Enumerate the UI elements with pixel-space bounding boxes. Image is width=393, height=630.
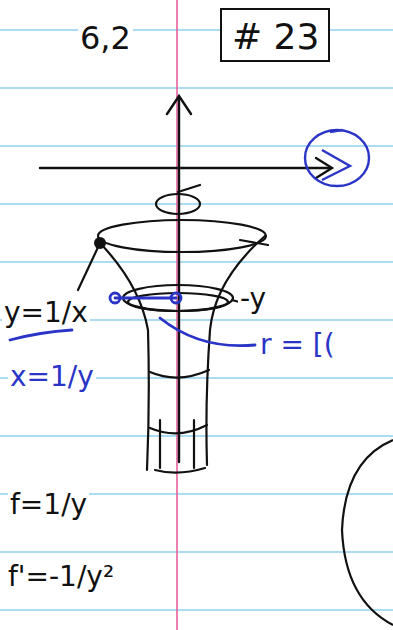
inverse-equation: x=1/y bbox=[8, 362, 96, 391]
problem-box: # 23 bbox=[220, 8, 330, 62]
problem-number: # 23 bbox=[232, 18, 318, 56]
funnel-solid bbox=[78, 185, 268, 473]
margin-line bbox=[176, 0, 178, 630]
ruled-lines bbox=[0, 30, 393, 610]
derivative-note: f'=-1/y² bbox=[6, 562, 116, 591]
circled-arrow bbox=[305, 130, 369, 186]
function-note: f=1/y bbox=[8, 490, 89, 519]
axes bbox=[40, 96, 332, 462]
radius-note: r = [( bbox=[258, 330, 337, 359]
point-dot bbox=[94, 237, 106, 249]
section-number: 6,2 bbox=[78, 22, 133, 56]
axis-note: -y bbox=[238, 284, 268, 313]
partial-circle bbox=[342, 440, 393, 625]
curve-equation: y=1/x bbox=[2, 298, 90, 327]
